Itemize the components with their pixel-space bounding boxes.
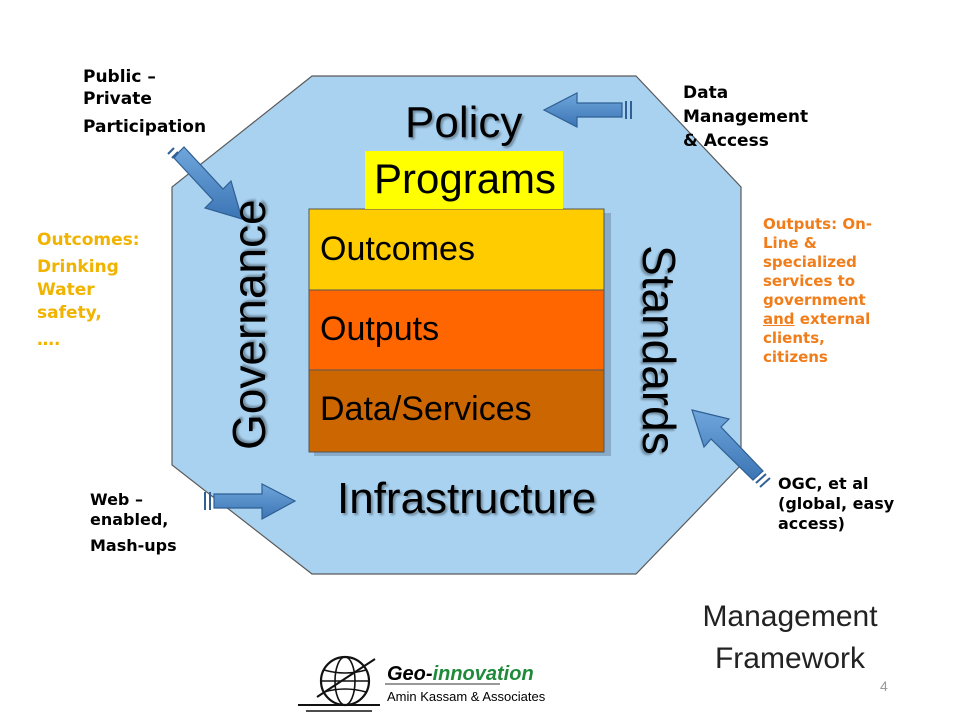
outputs-layer-label: Outputs <box>320 310 440 348</box>
public-private-note: Public – Private Participation <box>83 67 207 137</box>
globe-logo-icon <box>316 655 376 707</box>
arrow-web <box>204 483 297 521</box>
arrow-data-management <box>542 92 632 128</box>
page-number: 4 <box>880 678 888 694</box>
standards-label: Standards <box>633 245 685 455</box>
ogc-note: OGC, et al (global, easy access) <box>778 474 895 533</box>
data-services-layer <box>308 369 605 453</box>
arrow-public-private <box>167 146 243 220</box>
logo-subtitle: Amin Kassam & Associates <box>387 689 546 704</box>
data-management-note: Data Management & Access <box>683 83 809 151</box>
programs-bar <box>365 151 563 209</box>
outputs-layer <box>308 289 605 371</box>
infrastructure-label: Infrastructure <box>337 474 597 523</box>
management-framework-title: Management Framework <box>702 600 878 675</box>
governance-label: Governance <box>223 199 275 450</box>
arrow-ogc <box>691 409 771 488</box>
programs-label: Programs <box>374 155 557 202</box>
outcomes-layer <box>308 208 605 291</box>
outputs-note: Outputs: On- Line & specialized services… <box>763 215 872 366</box>
web-note: Web – enabled, Mash-ups <box>90 490 177 555</box>
policy-label: Policy <box>405 98 523 147</box>
outcomes-note: Outcomes: Drinking Water safety, …. <box>37 230 140 350</box>
data-services-layer-label: Data/Services <box>320 390 532 428</box>
outcomes-layer-label: Outcomes <box>320 230 475 268</box>
logo-brand: Geo-innovation <box>387 663 534 685</box>
